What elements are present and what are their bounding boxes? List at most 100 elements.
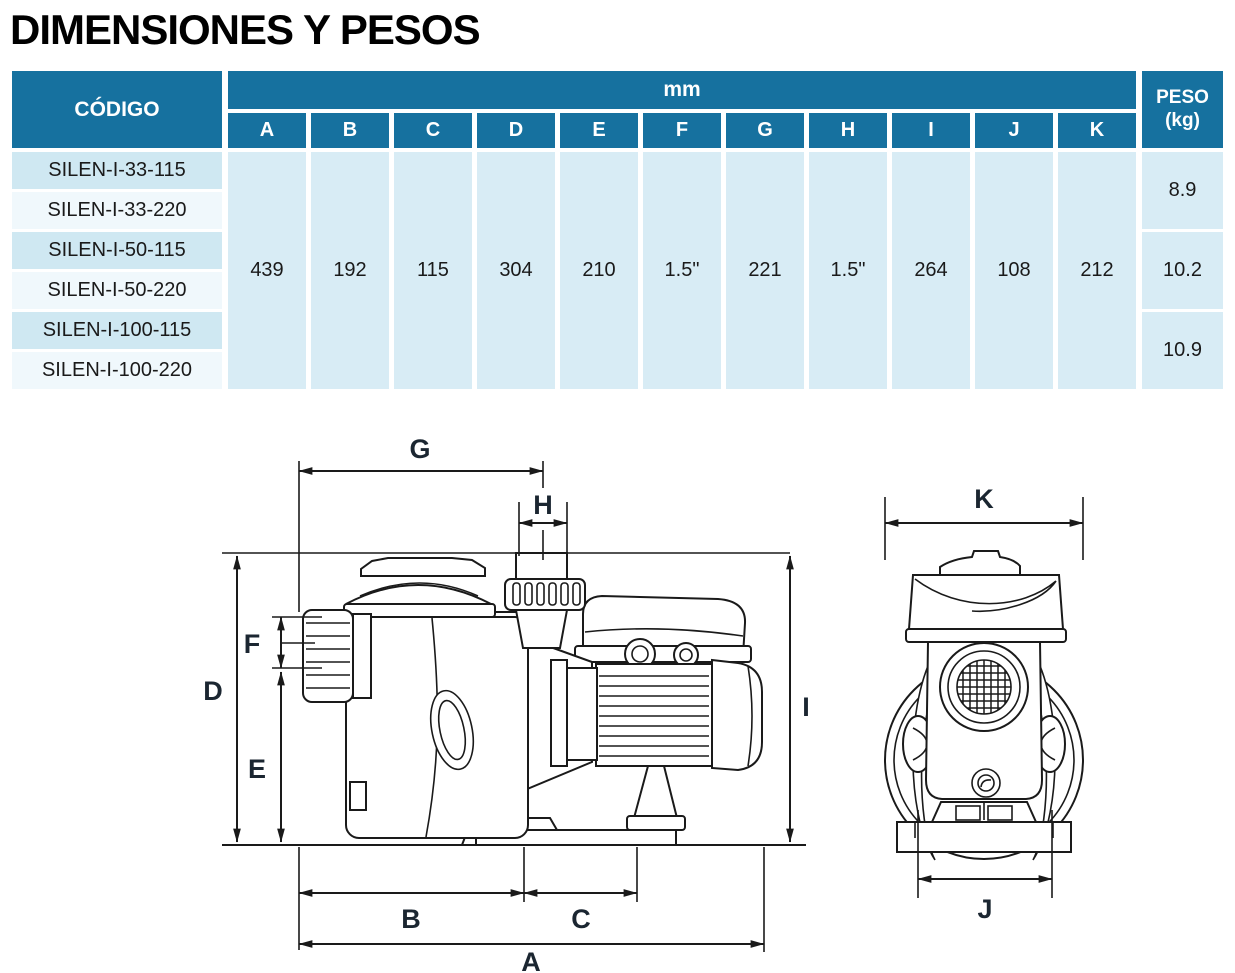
front-base-plate	[896, 821, 1072, 853]
col-header-E: E	[560, 113, 638, 148]
col-header-A: A	[228, 113, 306, 148]
dim-label-i: I	[802, 692, 810, 722]
dim-value-C: 115	[394, 152, 472, 389]
dim-value-E: 210	[560, 152, 638, 389]
peso-header-cell: PESO (kg)	[1142, 71, 1223, 148]
terminal-box-base	[574, 645, 752, 663]
col-header-B: B	[311, 113, 389, 148]
weight-label: 10.9	[1163, 339, 1202, 361]
table-row-code: SILEN-I-33-220	[12, 192, 222, 229]
weight-label: 10.2	[1163, 259, 1202, 281]
dim-value-B: 192	[311, 152, 389, 389]
pot-handle-recess	[429, 689, 475, 771]
weight-label: 8.9	[1168, 179, 1197, 201]
dim-ext-bottom	[298, 847, 765, 952]
pot-handle-recess-inner	[437, 699, 467, 761]
dim-value-label: 439	[250, 259, 284, 281]
col-header-C: C	[394, 113, 472, 148]
brand-logo-inner	[977, 774, 995, 792]
dim-value-A: 439	[228, 152, 306, 389]
dim-value-D: 304	[477, 152, 555, 389]
lid-knob	[939, 550, 1021, 576]
col-header-F-label: F	[675, 119, 689, 141]
col-header-I-label: I	[928, 119, 934, 141]
cable-gland-left-inner	[631, 645, 649, 663]
discharge-neck	[514, 609, 569, 649]
flange-plate-2	[566, 667, 598, 761]
dim-label-c: C	[571, 904, 591, 934]
inlet-threads	[306, 622, 350, 689]
peso-header-line1: PESO	[1156, 86, 1209, 108]
code-label: SILEN-I-33-115	[48, 159, 186, 181]
dimensions-table: CÓDIGO mm PESO (kg) A B C D E F G H I J …	[0, 0, 1235, 400]
code-label: SILEN-I-50-115	[48, 239, 186, 261]
lid-swoosh	[914, 578, 1057, 613]
dim-label-e: E	[248, 754, 266, 784]
dim-label-d: D	[203, 676, 223, 706]
front-view-dimensions: K J	[884, 484, 1084, 924]
lid-dome-line	[359, 582, 479, 597]
motor-fins	[599, 675, 709, 757]
col-header-I: I	[892, 113, 970, 148]
lid-cap	[360, 557, 486, 577]
dim-label-g: G	[409, 434, 430, 464]
dim-value-label: 304	[499, 259, 533, 281]
code-label: SILEN-I-100-220	[41, 359, 193, 381]
inlet-flange	[352, 613, 372, 699]
col-header-K: K	[1058, 113, 1136, 148]
motor-foot-pad	[626, 815, 686, 831]
base-plate-notches	[914, 822, 1054, 838]
flange-plate-1	[550, 659, 568, 767]
cable-gland-right-inner	[679, 648, 693, 662]
dim-label-f: F	[244, 629, 261, 659]
table-row-code: SILEN-I-50-115	[12, 232, 222, 269]
dim-label-k: K	[974, 484, 994, 514]
code-label: SILEN-I-33-220	[47, 199, 187, 221]
dim-ext-k	[884, 497, 1084, 560]
col-header-E-label: E	[592, 119, 606, 141]
col-header-C-label: C	[425, 119, 441, 141]
col-header-H-label: H	[840, 119, 856, 141]
dim-value-label: 221	[748, 259, 782, 281]
code-label: SILEN-I-100-115	[42, 319, 192, 341]
table-row-code: SILEN-I-33-115	[12, 152, 222, 189]
col-header-G: G	[726, 113, 804, 148]
side-view-dimensions: G H D F E I B C A	[203, 434, 810, 973]
col-header-H: H	[809, 113, 887, 148]
dim-value-label: 1.5"	[830, 259, 866, 281]
weight-cell: 10.9	[1142, 312, 1223, 389]
dim-value-label: 210	[582, 259, 616, 281]
front-lid	[907, 574, 1065, 630]
table-row-code: SILEN-I-100-220	[12, 352, 222, 389]
inlet-union-nut	[302, 609, 354, 703]
pump-front-view	[884, 550, 1084, 861]
weight-cell: 10.2	[1142, 232, 1223, 309]
col-header-D: D	[477, 113, 555, 148]
col-header-B-label: B	[342, 119, 358, 141]
mm-header-cell: mm	[228, 71, 1136, 109]
dim-value-label: 108	[997, 259, 1031, 281]
dim-value-G: 221	[726, 152, 804, 389]
dim-value-label: 192	[333, 259, 367, 281]
dim-value-label: 115	[417, 259, 449, 281]
motor-body	[595, 663, 713, 767]
terminal-box-line	[584, 628, 744, 637]
front-foot-left	[955, 805, 981, 821]
discharge-pipe	[515, 552, 568, 580]
pot-tab	[349, 781, 367, 811]
col-header-D-label: D	[508, 119, 524, 141]
motor-fan-cover	[711, 658, 763, 772]
dim-label-h: H	[533, 490, 553, 520]
dim-label-b: B	[401, 904, 421, 934]
weight-cell: 8.9	[1142, 152, 1223, 229]
brand-logo-badge	[971, 768, 1001, 798]
lid-dome	[345, 584, 492, 605]
codigo-header-cell: CÓDIGO	[12, 71, 222, 148]
pump-side-view	[222, 552, 806, 846]
fan-cover-line	[747, 665, 753, 767]
dim-ext-j	[917, 810, 1053, 898]
col-header-K-label: K	[1089, 119, 1105, 141]
dim-ext-h	[518, 502, 568, 560]
dim-value-H: 1.5"	[809, 152, 887, 389]
table-row-code: SILEN-I-50-220	[12, 272, 222, 309]
